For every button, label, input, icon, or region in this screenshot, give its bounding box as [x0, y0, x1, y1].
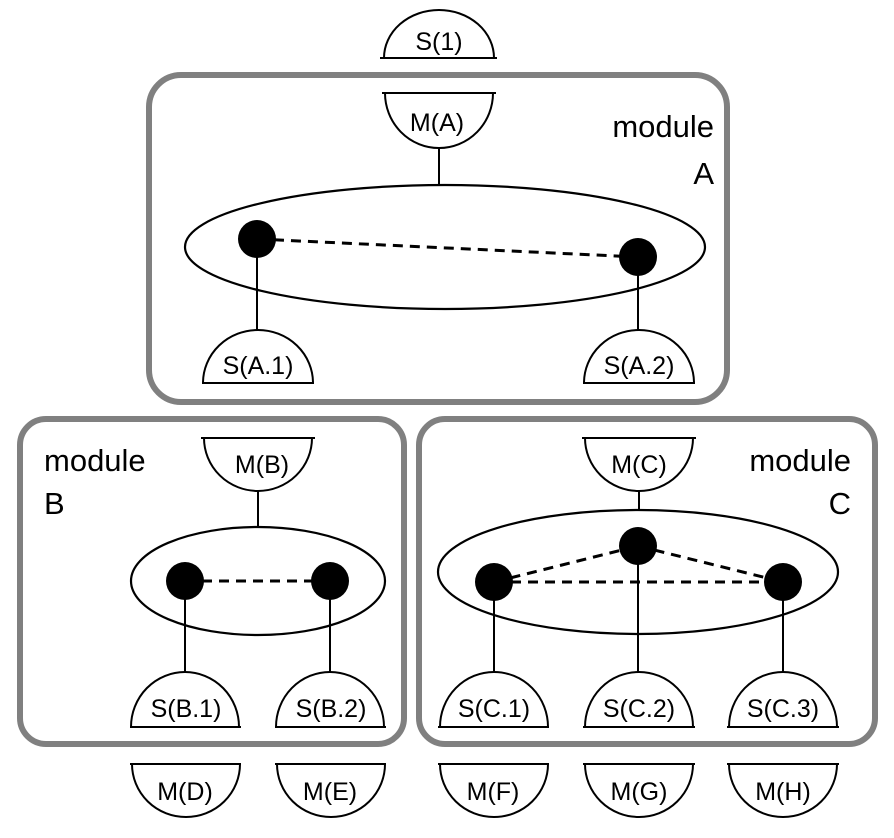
master-d: M(D) — [130, 763, 242, 818]
master-b-label: M(B) — [235, 451, 289, 479]
slave-a1-dome — [201, 329, 315, 384]
top-slave-label: S(1) — [415, 28, 462, 56]
slave-c2-dome — [583, 671, 695, 728]
master-b-bowl — [202, 437, 314, 492]
master-f-bowl — [438, 763, 550, 818]
slave-b1-label: S(B.1) — [151, 695, 222, 723]
slave-c1-dome — [438, 671, 550, 728]
slave-c1: S(C.1) — [438, 671, 550, 728]
module-c-title-line1: module — [749, 443, 851, 478]
master-c-label: M(C) — [611, 451, 667, 479]
master-h-label: M(H) — [755, 778, 811, 806]
master-h: M(H) — [727, 763, 839, 818]
slave-c3: S(C.3) — [727, 671, 839, 728]
module-a: module A M(A) S(A.1) S(A.2) — [146, 72, 730, 405]
module-c-box — [416, 416, 878, 747]
master-g-bowl — [583, 763, 695, 818]
node-c2 — [619, 527, 657, 565]
node-a2 — [619, 238, 657, 276]
slave-a2-dome — [582, 329, 696, 384]
slave-b1: S(B.1) — [129, 671, 241, 728]
top-slave-s1: S(1) — [380, 9, 497, 59]
master-d-label: M(D) — [157, 778, 213, 806]
slave-c2-label: S(C.2) — [603, 695, 675, 723]
node-c3 — [764, 563, 802, 601]
master-a-bowl — [383, 92, 495, 149]
dashed-link-c2-c3 — [637, 544, 784, 584]
slave-a2: S(A.2) — [582, 329, 696, 384]
node-b2 — [311, 562, 349, 600]
slave-a1-label: S(A.1) — [223, 352, 294, 380]
slave-c3-dome — [727, 671, 839, 728]
module-c: module C M(C) S(C.1) S(C.2) S(C.3) — [416, 416, 878, 747]
master-g-label: M(G) — [611, 778, 668, 806]
node-b1 — [166, 562, 204, 600]
master-a-label: M(A) — [410, 109, 464, 137]
master-d-bowl — [130, 763, 242, 818]
module-c-title-line2: C — [829, 486, 851, 521]
slave-b1-dome — [129, 671, 241, 728]
master-e-label: M(E) — [303, 778, 357, 806]
module-b-title-line1: module — [44, 443, 146, 478]
module-b: module B M(B) S(B.1) S(B.2) — [17, 416, 407, 747]
dashed-link-a1-a2 — [256, 237, 639, 259]
master-e-bowl — [275, 763, 387, 818]
slave-b2-label: S(B.2) — [296, 695, 367, 723]
slave-c2: S(C.2) — [583, 671, 695, 728]
master-e: M(E) — [275, 763, 387, 818]
master-f: M(F) — [438, 763, 550, 818]
module-a-title-line2: A — [693, 156, 714, 191]
master-f-label: M(F) — [467, 778, 520, 806]
slave-a1: S(A.1) — [201, 329, 315, 384]
master-h-bowl — [727, 763, 839, 818]
module-b-title-line2: B — [44, 486, 65, 521]
module-a-title-line1: module — [612, 109, 714, 144]
master-c-bowl — [583, 437, 695, 492]
bottom-masters: M(D) M(E) M(F) M(G) M(H) — [130, 763, 839, 818]
node-c1 — [475, 563, 513, 601]
slave-b2: S(B.2) — [274, 671, 386, 728]
dashed-link-c1-c2 — [493, 544, 639, 584]
master-g: M(G) — [583, 763, 695, 818]
slave-c1-label: S(C.1) — [458, 695, 530, 723]
slave-a2-label: S(A.2) — [604, 352, 675, 380]
slave-c3-label: S(C.3) — [747, 695, 819, 723]
slave-b2-dome — [274, 671, 386, 728]
node-a1 — [238, 220, 276, 258]
module-b-box — [17, 416, 407, 747]
dome-shape — [382, 9, 496, 59]
module-a-box — [146, 72, 730, 405]
